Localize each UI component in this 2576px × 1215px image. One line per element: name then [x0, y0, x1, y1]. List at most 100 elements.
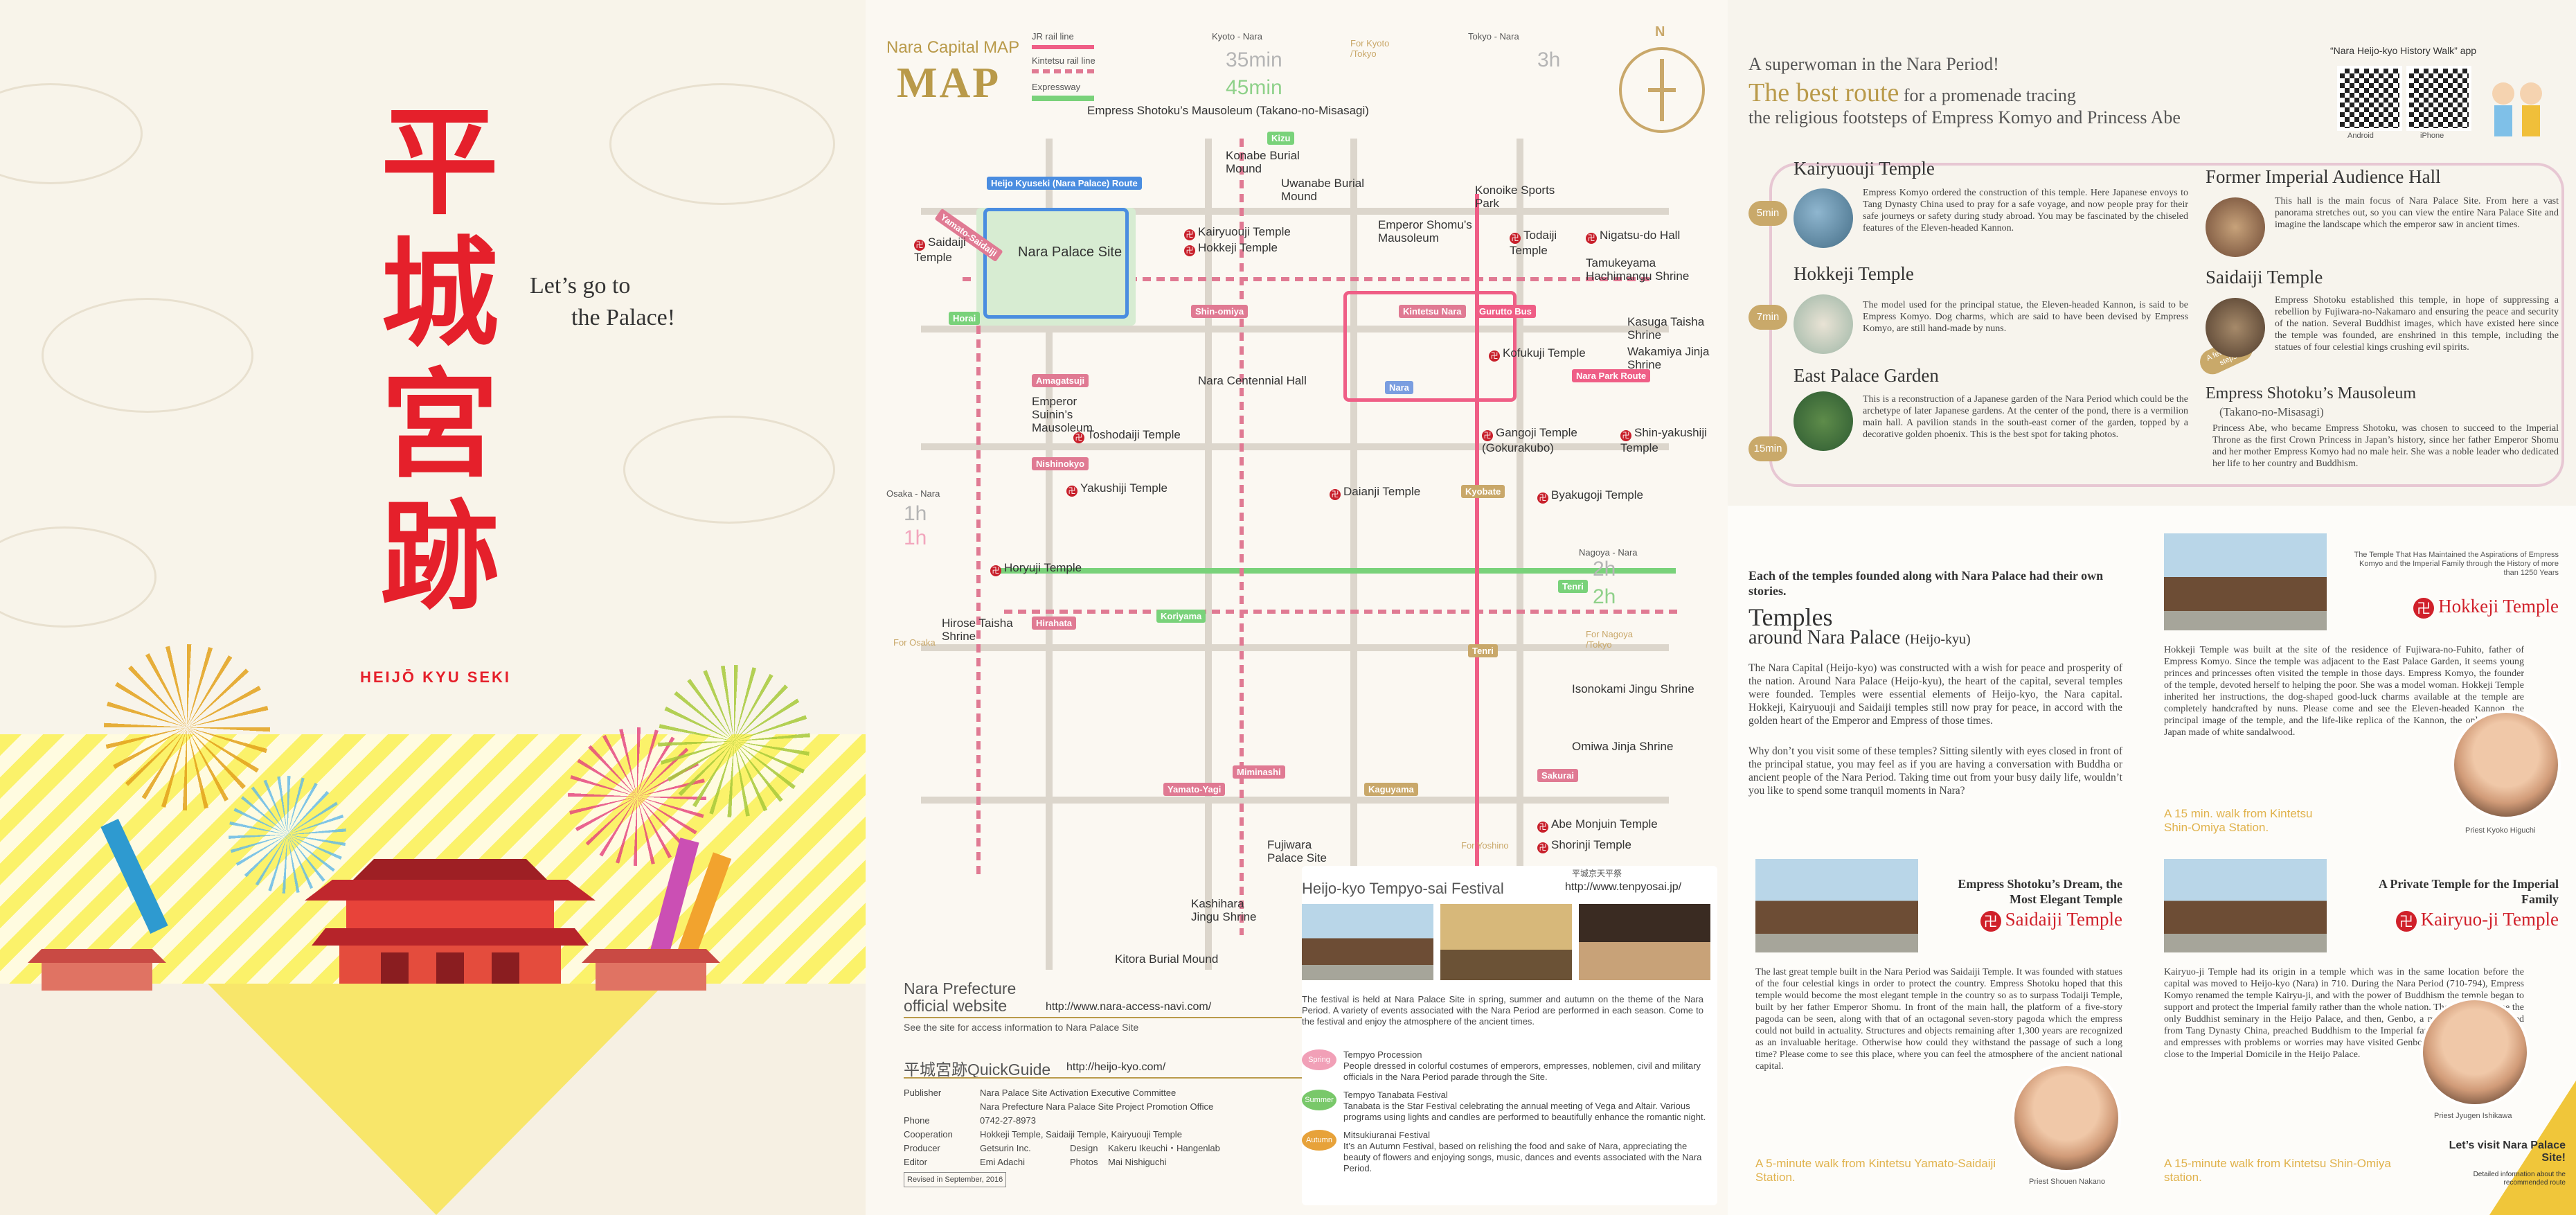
temple-icon: 卍: [1073, 432, 1084, 443]
expressway-line: [997, 568, 1676, 574]
temple-icon: 卍: [1184, 229, 1195, 240]
tag-kaguyama: Kaguyama: [1364, 783, 1418, 796]
saidaiji-walk: A 5-minute walk from Kintetsu Yamato-Sai…: [1755, 1157, 1996, 1184]
saidaiji-priest: Priest Shouen Nakano: [2029, 1178, 2106, 1186]
map-title: MAP: [897, 60, 1001, 107]
place-label: Emperor Shomu’s Mausoleum: [1378, 218, 1472, 245]
tag-nara-park-route: Nara Park Route: [1572, 369, 1651, 382]
time-chip: 15min: [1748, 436, 1787, 461]
osaka-time-1: 1h: [904, 502, 927, 525]
hokkeji-kicker: The Temple That Has Maintained the Aspir…: [2354, 551, 2559, 577]
place-label: Kashihara Jingu Shrine: [1191, 897, 1257, 923]
tag-hirahata: Hirahata: [1032, 617, 1077, 630]
stop-photo: [2206, 298, 2265, 357]
place-label: Empress Shotoku’s Mausoleum (Takano-no-M…: [1087, 104, 1369, 117]
stop-title: Hokkeji Temple: [1794, 263, 1914, 284]
place-label: Konoike Sports Park: [1475, 184, 1555, 210]
osaka-time-2: 1h: [904, 526, 927, 549]
saidaiji-photo: [1755, 859, 1918, 952]
hokkeji-text: Hokkeji Temple was built at the site of …: [2164, 645, 2524, 738]
temple-icon: 卍: [1586, 233, 1597, 244]
stop-subtitle: (Takano-no-Misasagi): [2219, 405, 2324, 418]
tag-amagatsuji: Amagatsuji: [1032, 374, 1089, 387]
route-headline: The best route for a promenade tracing: [1748, 78, 2076, 107]
temple-icon: 卍: [1510, 233, 1521, 244]
legend-expressway: Expressway: [1032, 82, 1081, 92]
tag-koriyama: Koriyama: [1156, 610, 1206, 623]
revised-stamp: Revised in September, 2016: [904, 1172, 1007, 1187]
festival-site-jp: 平城京天平祭: [1572, 869, 1622, 878]
for-yoshino-label: For Yoshino: [1461, 840, 1509, 851]
jr-line: [1475, 194, 1479, 887]
android-qr-code[interactable]: [2337, 66, 2402, 131]
for-kyoto-label: For Kyoto /Tokyo: [1350, 38, 1390, 59]
place-label: Emperor Suinin’s Mausoleum: [1032, 395, 1093, 434]
temple-manji-icon: 卍: [2413, 597, 2435, 619]
tokyo-time: 3h: [1537, 48, 1561, 71]
stop-title: Former Imperial Audience Hall: [2206, 166, 2441, 187]
temple-icon: 卍: [1482, 430, 1493, 441]
temple-icon: 卍: [1066, 486, 1077, 497]
map-panel: Nara Capital MAP MAP JR rail line Kintet…: [866, 0, 1728, 1215]
priest-photo: [2451, 710, 2561, 819]
legend-jr-swatch: [1032, 45, 1094, 49]
temples-lead: Each of the temples founded along with N…: [1748, 569, 2104, 598]
temple-manji-icon: 卍: [1980, 910, 2001, 932]
kyoto-nara-label: Kyoto - Nara: [1212, 31, 1262, 42]
kintetsu-line: [1004, 610, 1683, 614]
temple-icon: 卍: [1537, 493, 1548, 504]
stop-text: Princess Abe, who became Empress Shotoku…: [2212, 423, 2559, 469]
hokkeji-priest: Priest Kyoko Higuchi: [2465, 826, 2536, 835]
temples-subtitle: around Nara Palace (Heijo-kyu): [1748, 627, 1971, 648]
temples-panel: A superwoman in the Nara Period! The bes…: [1728, 0, 2576, 1215]
hall-illustration: [582, 949, 720, 991]
map-title-small: Nara Capital MAP: [886, 38, 1020, 57]
divider: [904, 1077, 1354, 1079]
iphone-qr-code[interactable]: [2406, 66, 2471, 131]
stop-text: Empress Shotoku established this temple,…: [2275, 295, 2559, 353]
tokyo-nara-label: Tokyo - Nara: [1468, 31, 1519, 42]
festival-url-link[interactable]: http://www.tenpyosai.jp/: [1565, 881, 1682, 893]
tag-horai: Horai: [949, 312, 981, 325]
temple-icon: 卍: [990, 565, 1001, 576]
firework-icon: [658, 665, 810, 817]
temple-icon: 卍: [1537, 842, 1548, 853]
place-label: Isonokami Jingu Shrine: [1572, 682, 1694, 695]
nagoya-time-2: 2h: [1593, 585, 1616, 608]
temple-manji-icon: 卍: [2395, 910, 2417, 932]
saidaiji-text: The last great temple built in the Nara …: [1755, 967, 2122, 1072]
place-label: Omiwa Jinja Shrine: [1572, 740, 1674, 753]
visit-note: Detailed information about the recommend…: [2473, 1171, 2566, 1187]
for-osaka-label: For Osaka: [893, 637, 936, 648]
road: [1205, 139, 1212, 970]
place-label: Nara Centennial Hall: [1198, 374, 1307, 387]
stop-photo: [1794, 294, 1853, 354]
tag-sakurai: Sakurai: [1537, 769, 1578, 782]
place-label: Wakamiya Jinja Shrine: [1627, 345, 1710, 371]
festival-photo: [1579, 904, 1710, 980]
place-label: Tamukeyama Hachimangu Shrine: [1586, 256, 1690, 283]
tag-kyobate: Kyobate: [1461, 485, 1505, 498]
temple-icon: 卍: [1184, 245, 1195, 256]
nagoya-time-1: 2h: [1593, 558, 1616, 580]
time-chip: 5min: [1748, 201, 1787, 226]
kairyuoji-walk: A 15-minute walk from Kintetsu Shin-Omiy…: [2164, 1157, 2391, 1184]
access-title: Nara Prefecture official website: [904, 979, 1017, 1015]
quickguide-url-link[interactable]: http://heijo-kyo.com/: [1066, 1061, 1166, 1073]
cloud-swirl: [0, 83, 143, 184]
nagoya-nara-label: Nagoya - Nara: [1579, 547, 1638, 558]
kairyuoji-photo: [2164, 859, 2327, 952]
access-url-link[interactable]: http://www.nara-access-navi.com/: [1046, 1001, 1212, 1013]
title-kanji-4: 跡: [380, 489, 499, 626]
cloud-swirl: [42, 298, 253, 413]
nara-palace-site-area: [976, 208, 1136, 326]
tag-nara: Nara: [1385, 381, 1413, 394]
